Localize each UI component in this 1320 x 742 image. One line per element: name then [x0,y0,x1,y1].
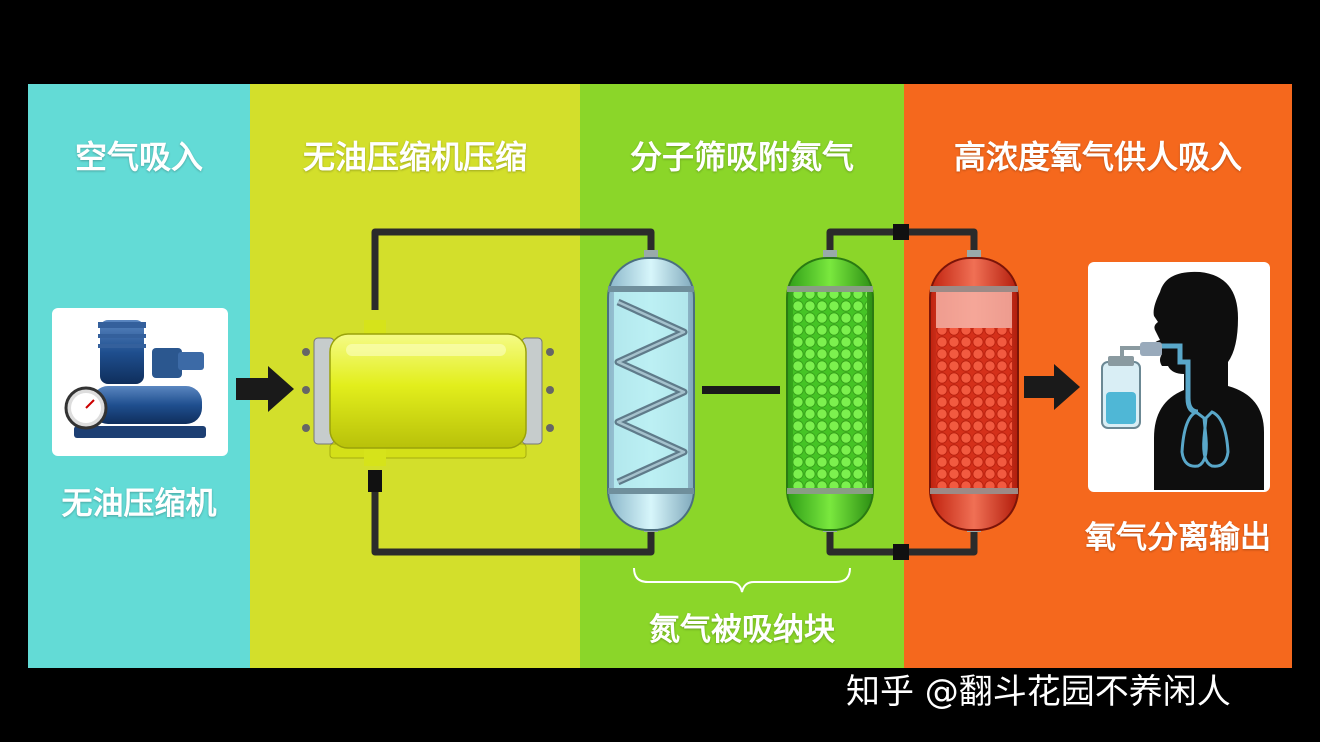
stage-title-oxygen-supply: 高浓度氧气供人吸入 [953,138,1242,176]
humidifier-bottle-icon [1101,346,1141,429]
bracket [633,567,851,593]
spiral-sieve-column-icon [607,250,695,532]
oxygen-output-label: 氧气分离输出 [1085,520,1271,556]
pipe-bottom-compressor-to-sieve [371,470,655,556]
arrow-right-icon [1024,364,1080,410]
compressor-icon [64,320,206,438]
pipe-top-compressor-to-sieve [371,228,655,310]
arrow-right-icon [236,366,294,412]
person-card [1088,262,1270,492]
pipe-coupling-compressor [368,470,382,492]
compression-chamber-icon [302,320,554,466]
person-breathing-icon [1101,271,1264,490]
stage-title-adsorption: 分子筛吸附氮气 [629,138,854,176]
red-oxygen-tank-icon [929,250,1019,532]
green-bead-sieve-column-icon [786,250,874,532]
stage-title-air-intake: 空气吸入 [74,138,203,176]
pipe-coupling-bottom [893,544,909,560]
pipe-coupling-top [893,224,909,240]
compressor-label: 无油压缩机 [61,486,217,522]
nitrogen-absorbed-label: 氮气被吸纳块 [649,612,835,648]
watermark: 知乎 @翻斗花园不养闲人 [846,672,1231,712]
column-connector [702,386,780,394]
stage-title-compression: 无油压缩机压缩 [302,138,527,176]
compressor-card [52,308,228,456]
lungs-icon [1180,410,1230,468]
